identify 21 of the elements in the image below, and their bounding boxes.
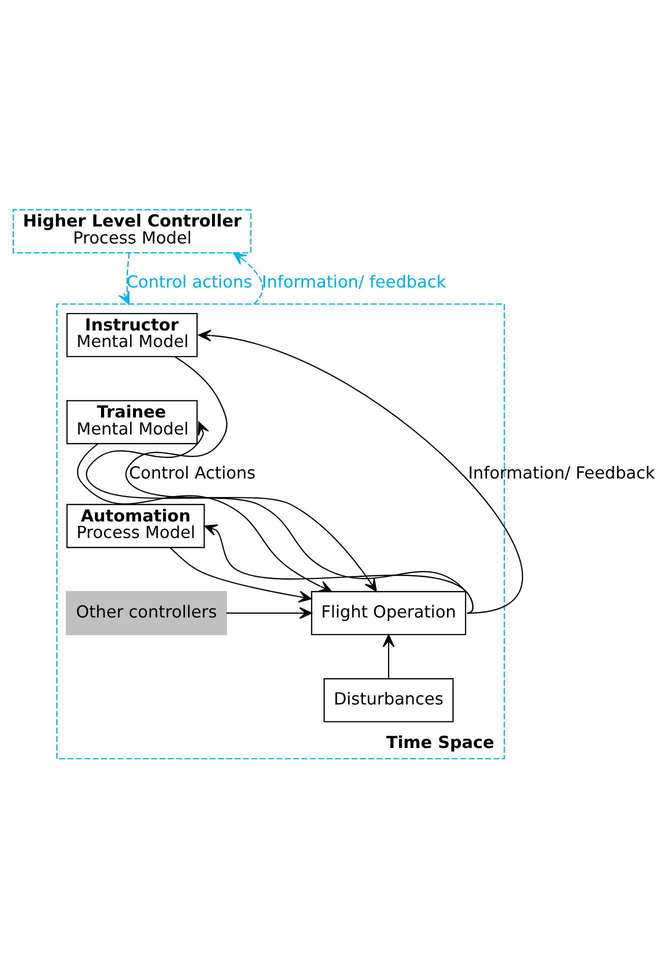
node-box: Higher Level Controller Process Model (12, 209, 252, 254)
arrow (86, 422, 474, 614)
arrow (204, 524, 474, 614)
edge-label: Control Actions (129, 462, 256, 482)
arrow (198, 330, 522, 614)
arrow (77, 443, 332, 592)
node-box: Other controllers (66, 591, 227, 636)
arrow (226, 607, 312, 620)
edge-label: Information/ Feedback (468, 462, 656, 482)
node-box: Automation Process Model (66, 504, 205, 548)
arrow (125, 356, 377, 592)
edge-label: Information/ feedback (262, 272, 446, 292)
edge-label: Control actions (126, 272, 252, 292)
arrow (118, 252, 130, 305)
arrow (233, 252, 264, 304)
arrow (170, 547, 312, 603)
node-box: Disturbances (324, 678, 454, 722)
node-box: Flight Operation (311, 591, 466, 636)
arrow (382, 634, 395, 679)
node-box: Trainee Mental Model (66, 400, 198, 444)
node-box: Instructor Mental Model (66, 313, 198, 358)
